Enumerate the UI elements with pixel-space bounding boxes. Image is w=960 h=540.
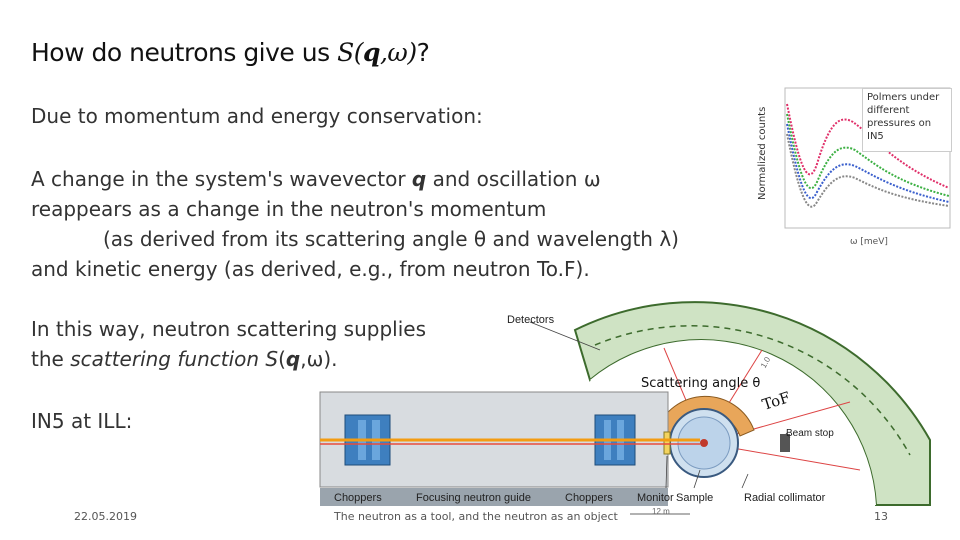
label-scattering-angle: Scattering angle θ bbox=[641, 376, 761, 391]
label-choppers-left: Choppers bbox=[334, 492, 382, 504]
text-line-1: Due to momentum and energy conservation: bbox=[31, 104, 483, 128]
curve-red bbox=[786, 103, 950, 189]
footer-page-number: 13 bbox=[874, 510, 888, 523]
title-math: S(q,ω) bbox=[337, 38, 417, 67]
plot-legend: Polmers under different pressures on IN5 bbox=[862, 88, 952, 152]
text-line-7: the scattering function S(q,ω). bbox=[31, 347, 338, 371]
curve-blue bbox=[786, 123, 950, 203]
text-line-2: A change in the system's wavevector q an… bbox=[31, 167, 601, 191]
plot-xlabel: ω [meV] bbox=[850, 237, 888, 247]
label-choppers-right: Choppers bbox=[565, 492, 613, 504]
curve-green bbox=[786, 113, 950, 197]
label-monitor: Monitor bbox=[637, 492, 674, 504]
label-sample: Sample bbox=[676, 492, 714, 504]
label-scale: 12 m bbox=[652, 507, 670, 516]
label-detectors: Detectors bbox=[507, 314, 555, 326]
text-line-6: In this way, neutron scattering supplies bbox=[31, 317, 426, 341]
slide-title: How do neutrons give us S(q,ω)? bbox=[31, 38, 430, 67]
label-beam-stop: Beam stop bbox=[786, 428, 834, 439]
text-line-4: (as derived from its scattering angle θ … bbox=[103, 227, 679, 251]
text-line-3: reappears as a change in the neutron's m… bbox=[31, 197, 547, 221]
monitor bbox=[663, 431, 671, 455]
footer-date: 22.05.2019 bbox=[74, 510, 137, 523]
label-radial-collimator: Radial collimator bbox=[744, 492, 826, 504]
text-line-5: and kinetic energy (as derived, e.g., fr… bbox=[31, 257, 590, 281]
footer-center: The neutron as a tool, and the neutron a… bbox=[334, 510, 618, 523]
label-focusing-guide: Focusing neutron guide bbox=[416, 492, 531, 504]
title-prefix: How do neutrons give us bbox=[31, 38, 338, 67]
text-line-8: IN5 at ILL: bbox=[31, 409, 133, 433]
sample-dot bbox=[700, 439, 708, 447]
title-suffix: ? bbox=[416, 38, 430, 67]
beam-stop bbox=[780, 434, 790, 452]
